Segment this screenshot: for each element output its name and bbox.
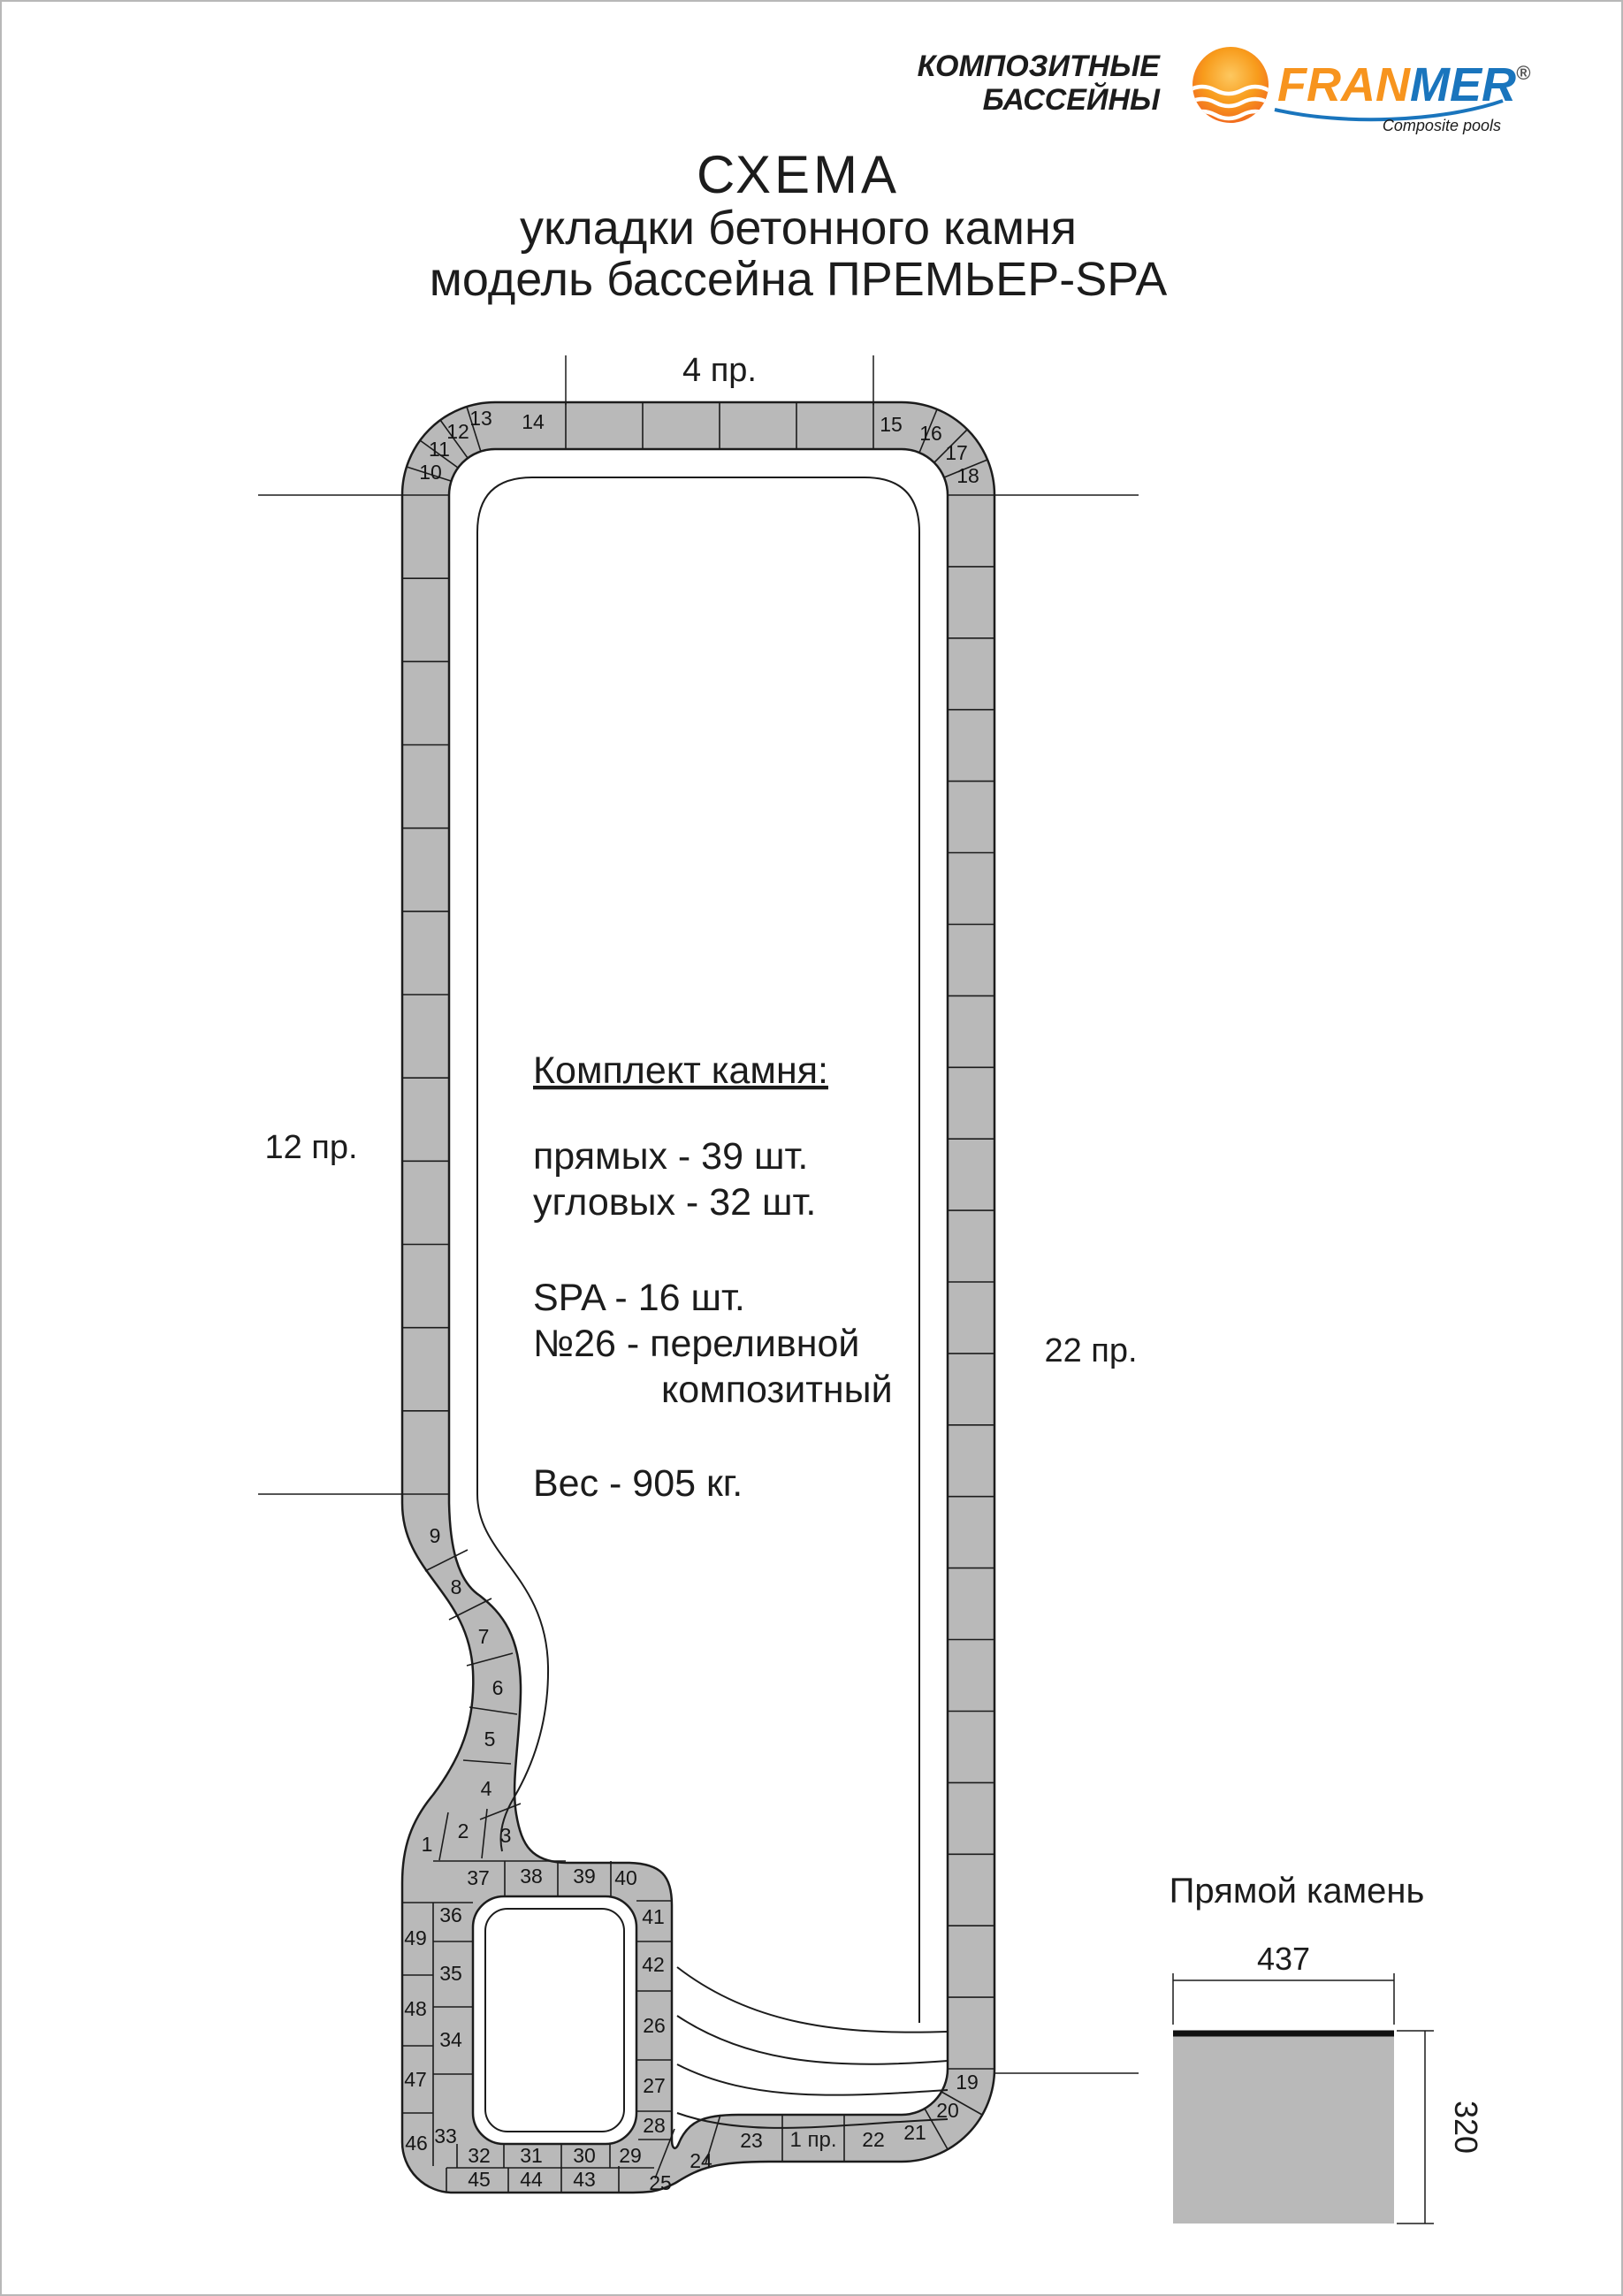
spa-rim-line xyxy=(484,1908,625,2132)
stone-number-13: 13 xyxy=(469,407,492,430)
stone-detail-height-label: 320 xyxy=(1448,2101,1484,2154)
stone-number-18: 18 xyxy=(956,464,979,487)
stone-number-1: 1 xyxy=(422,1833,433,1856)
stone-number-29: 29 xyxy=(619,2144,642,2167)
stone-number-21: 21 xyxy=(903,2121,926,2144)
stone-detail-title: Прямой камень xyxy=(1170,1872,1425,1911)
brand-text-line2: БАССЕЙНЫ xyxy=(983,82,1161,117)
stone-number-30: 30 xyxy=(573,2144,596,2167)
stone-number-23: 23 xyxy=(740,2129,763,2152)
stone-number-34: 34 xyxy=(439,2028,462,2051)
kit-spa-count: SPA - 16 шт. xyxy=(533,1277,745,1319)
stone-number-24: 24 xyxy=(690,2149,712,2172)
sun-icon xyxy=(1192,47,1269,123)
kit-text-block: Комплект камня: прямых - 39 шт. угловых … xyxy=(533,1049,893,1505)
stone-detail-dim-lines xyxy=(1172,1973,1434,2224)
stone-number-6: 6 xyxy=(492,1676,504,1699)
stone-number-20: 20 xyxy=(936,2099,959,2122)
stone-joints-detail xyxy=(402,406,988,2193)
kit-overflow-line1: №26 - переливной xyxy=(533,1323,859,1365)
stone-number-10: 10 xyxy=(419,461,442,484)
dim-label-bottom-stone: 1 пр. xyxy=(789,2128,836,2152)
logo-wordmark: FRANMER® xyxy=(1277,58,1531,111)
stone-number-45: 45 xyxy=(468,2168,491,2191)
page-title-line3: модель бассейна ПРЕМЬЕР-SPA xyxy=(430,253,1167,306)
dim-label-right: 22 пр. xyxy=(1044,1332,1137,1369)
stone-number-47: 47 xyxy=(404,2068,427,2091)
stone-number-38: 38 xyxy=(520,1865,543,1888)
stone-number-31: 31 xyxy=(520,2144,543,2167)
franmer-logo: FRANMER® Composite pools xyxy=(1192,47,1531,134)
stone-number-33: 33 xyxy=(434,2124,457,2147)
stone-number-16: 16 xyxy=(919,422,942,445)
straight-stone-detail: Прямой камень 437 320 xyxy=(1170,1872,1484,2224)
pool-water-area xyxy=(447,447,949,2150)
stone-number-19: 19 xyxy=(956,2071,979,2094)
dim-label-left: 12 пр. xyxy=(264,1129,357,1166)
stone-number-3: 3 xyxy=(500,1824,512,1847)
stone-number-32: 32 xyxy=(468,2144,491,2167)
stone-number-9: 9 xyxy=(430,1524,441,1547)
logo-swoosh-icon xyxy=(1274,99,1504,122)
stone-detail-rect xyxy=(1173,2031,1394,2224)
pool-rim-lines xyxy=(476,477,949,2129)
stone-number-25: 25 xyxy=(649,2171,672,2194)
stone-number-12: 12 xyxy=(446,420,469,443)
stone-number-44: 44 xyxy=(520,2168,543,2191)
header: КОМПОЗИТНЫЕ БАССЕЙНЫ FRANMER® Composite … xyxy=(918,47,1531,134)
dimension-lines xyxy=(258,355,1139,2074)
stone-number-48: 48 xyxy=(404,1997,427,2020)
stone-number-7: 7 xyxy=(478,1625,490,1648)
kit-straight-count: прямых - 39 шт. xyxy=(533,1135,808,1178)
stone-number-36: 36 xyxy=(439,1903,462,1926)
stone-number-2: 2 xyxy=(458,1819,469,1842)
stone-number-42: 42 xyxy=(642,1953,665,1976)
stone-number-43: 43 xyxy=(573,2168,596,2191)
title-block: СХЕМА укладки бетонного камня модель бас… xyxy=(430,145,1167,306)
stone-number-4: 4 xyxy=(481,1777,492,1800)
dim-label-top: 4 пр. xyxy=(682,352,757,389)
stone-joints-straight xyxy=(402,402,994,2070)
stone-number-46: 46 xyxy=(405,2132,428,2155)
stone-number-17: 17 xyxy=(945,441,968,464)
stone-number-49: 49 xyxy=(404,1926,427,1949)
stone-number-26: 26 xyxy=(643,2014,666,2037)
stone-number-15: 15 xyxy=(880,413,903,436)
stone-number-40: 40 xyxy=(614,1866,637,1889)
brand-text-line1: КОМПОЗИТНЫЕ xyxy=(918,50,1162,83)
stone-number-39: 39 xyxy=(573,1865,596,1888)
spa-basin xyxy=(471,1895,638,2146)
kit-heading: Комплект камня: xyxy=(533,1049,828,1092)
stone-number-22: 22 xyxy=(862,2128,885,2151)
stone-number-11: 11 xyxy=(429,438,450,461)
stone-number-28: 28 xyxy=(643,2114,666,2137)
kit-overflow-line2: композитный xyxy=(661,1369,893,1411)
page-title-line1: СХЕМА xyxy=(697,145,900,204)
stone-number-14: 14 xyxy=(522,410,545,433)
page-title-line2: укладки бетонного камня xyxy=(520,202,1077,255)
stone-number-27: 27 xyxy=(643,2074,666,2097)
stone-number-35: 35 xyxy=(439,1962,462,1985)
logo-fran: FRAN xyxy=(1277,58,1411,111)
kit-corner-count: угловых - 32 шт. xyxy=(533,1181,816,1224)
kit-weight: Вес - 905 кг. xyxy=(533,1462,743,1505)
stone-number-8: 8 xyxy=(451,1575,462,1598)
stone-detail-width-label: 437 xyxy=(1257,1941,1310,1977)
stone-number-41: 41 xyxy=(642,1905,665,1928)
stone-number-37: 37 xyxy=(467,1866,490,1889)
logo-tagline: Composite pools xyxy=(1383,117,1501,134)
stone-number-5: 5 xyxy=(484,1728,496,1751)
registered-mark-icon: ® xyxy=(1516,62,1531,84)
